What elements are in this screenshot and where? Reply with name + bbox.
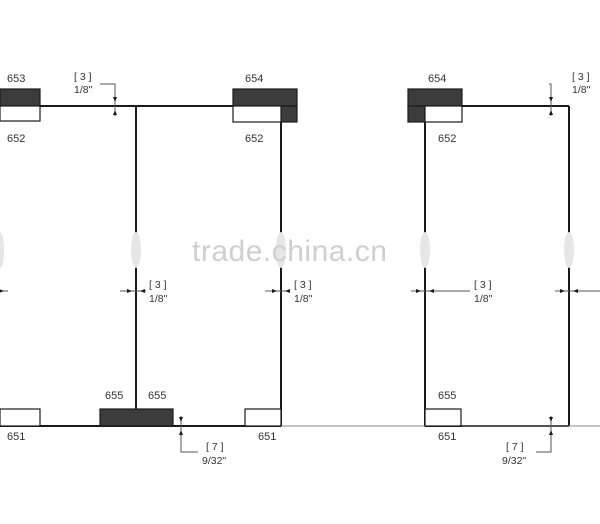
- label-655: 655: [105, 390, 123, 402]
- fitting-654: [407, 88, 463, 107]
- dim-mid-2-mm: [ 3 ]: [294, 279, 312, 291]
- label-652: 652: [7, 133, 25, 145]
- label-655: 655: [438, 390, 456, 402]
- glass-shimmer: [0, 232, 4, 268]
- dim-arrow: [179, 417, 183, 422]
- dim-arrow: [573, 289, 578, 293]
- dim-arrow: [429, 289, 434, 293]
- dimension-leaders: [0, 83, 600, 453]
- dim-arrow: [560, 289, 565, 293]
- fitting-654: [232, 88, 298, 107]
- glass-shimmer: [131, 232, 141, 268]
- dim-mid-1-in: 1/8": [149, 293, 168, 305]
- dim-mid-3-in: 1/8": [474, 293, 493, 305]
- label-651: 651: [7, 431, 25, 443]
- dim-bottom-right-in: 9/32": [502, 455, 526, 467]
- dim-arrow: [549, 417, 553, 422]
- label-655: 655: [148, 390, 166, 402]
- glass-shimmer: [564, 232, 574, 268]
- dim-bottom-left-in: 9/32": [202, 455, 226, 467]
- dim-arrow: [549, 97, 553, 102]
- dim-top-right-mm: [ 3 ]: [572, 71, 590, 83]
- dim-leader-bottom-gap: [536, 416, 552, 453]
- dim-leader-top-gap: [549, 83, 552, 116]
- dim-top-left-mm: [ 3 ]: [74, 71, 92, 83]
- fitting-654-lower: [407, 105, 426, 123]
- glass-shimmer: [276, 232, 286, 268]
- dim-arrow: [0, 289, 4, 293]
- dim-arrow: [549, 430, 553, 435]
- dim-arrow: [179, 430, 183, 435]
- label-654: 654: [428, 73, 446, 85]
- glass-shimmer-marks: [0, 232, 574, 268]
- fitting-652: [424, 105, 463, 123]
- dim-bottom-left-mm: [ 7 ]: [206, 441, 224, 453]
- watermark: trade.china.cn: [192, 235, 387, 268]
- fitting-652: [0, 105, 41, 122]
- dim-arrow: [285, 289, 290, 293]
- part-labels: 653 652 654 652 654 652 655 655 655 651 …: [7, 73, 456, 443]
- dim-arrow: [416, 289, 421, 293]
- dim-arrow: [113, 110, 117, 115]
- fitting-651: [244, 408, 282, 427]
- fitting-651: [0, 408, 41, 427]
- dim-bottom-right-mm: [ 7 ]: [506, 441, 524, 453]
- label-651: 651: [438, 431, 456, 443]
- dimension-arrows: [0, 97, 578, 435]
- dim-arrow: [140, 289, 145, 293]
- dim-arrow: [127, 289, 132, 293]
- dim-leader-bottom-gap: [180, 416, 198, 453]
- fitting-654-lower: [280, 105, 298, 123]
- dim-mid-2-in: 1/8": [294, 293, 313, 305]
- dim-arrow: [549, 110, 553, 115]
- dim-arrow: [113, 97, 117, 102]
- dim-mid-3-mm: [ 3 ]: [474, 279, 492, 291]
- dim-top-left-in: 1/8": [74, 84, 93, 96]
- dim-top-right-in: 1/8": [572, 84, 591, 96]
- dim-leader-top-gap: [100, 83, 116, 116]
- label-651: 651: [258, 431, 276, 443]
- fitting-655: [99, 408, 174, 427]
- dim-mid-1-mm: [ 3 ]: [149, 279, 167, 291]
- label-652: 652: [438, 133, 456, 145]
- fitting-653: [0, 88, 41, 107]
- dim-arrow: [272, 289, 277, 293]
- label-654: 654: [245, 73, 263, 85]
- label-653: 653: [7, 73, 25, 85]
- fitting-655: [424, 408, 462, 427]
- label-652: 652: [245, 133, 263, 145]
- glass-shimmer: [420, 232, 430, 268]
- dimension-texts: [ 3 ] 1/8" [ 3 ] 1/8" [ 3 ] 1/8" [ 3 ] 1…: [74, 71, 591, 467]
- fittings: [0, 88, 463, 427]
- fitting-652: [232, 105, 282, 123]
